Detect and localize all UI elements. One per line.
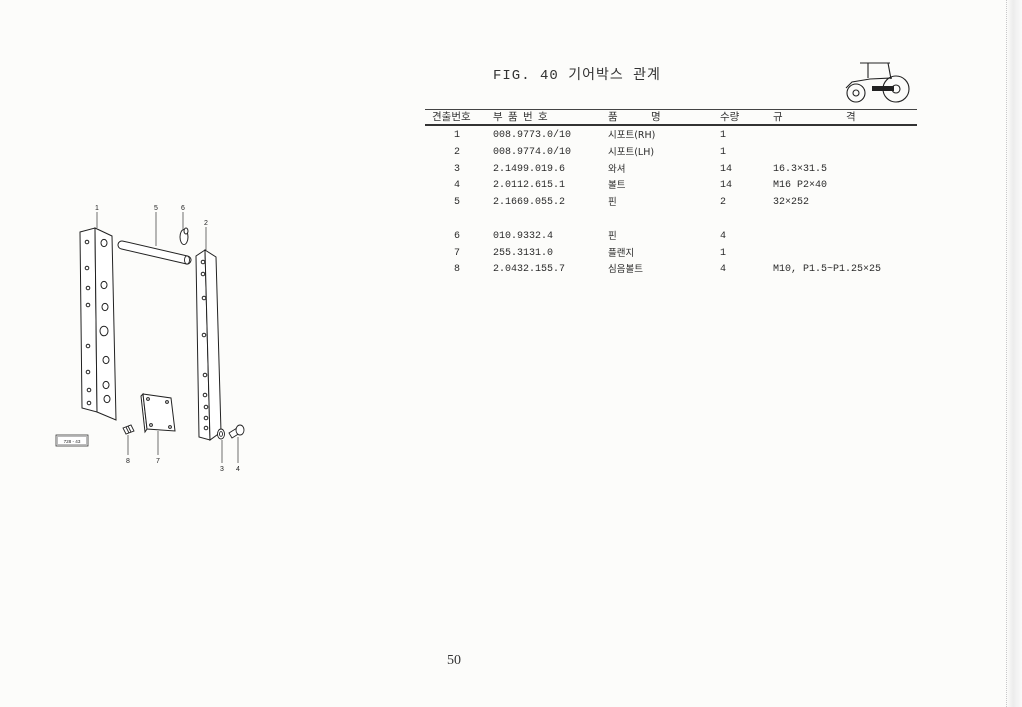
cell-part-number: 2.0112.615.1 [493,180,566,192]
cell-quantity: 14 [720,180,733,192]
cell-ref: 3 [453,163,460,175]
header-part-name: 품 명 [608,111,661,123]
exploded-parts-diagram: 1 5 6 2 8 7 3 4 728 - 43 [55,205,245,473]
scan-edge [1006,0,1022,707]
cell-ref: 6 [453,230,460,242]
cell-part-number: 008.9774.0/10 [493,146,572,158]
cell-quantity: 14 [720,163,733,175]
callout-8: 8 [126,458,130,465]
cell-quantity: 2 [720,197,727,209]
cell-quantity: 1 [720,247,727,259]
part-1-support-plate [79,227,117,421]
cell-specification: 16.3×31.5 [773,163,828,175]
cell-quantity: 4 [720,230,727,242]
cell-part-name: 핀 [608,197,617,209]
page-number: 50 [447,653,461,668]
cell-ref: 4 [453,180,460,192]
cell-part-name: 심음볼트 [608,264,643,276]
header-specification: 규 격 [773,111,856,123]
cell-part-name: 볼트 [608,180,626,192]
cell-ref: 5 [453,197,460,209]
table-row: 8 2.0432.155.7 심음볼트 4 M10, P1.5~P1.25×25 [0,262,1022,279]
part-5-pin-rod [117,240,192,265]
cell-quantity: 4 [720,264,727,276]
cell-part-number: 010.9332.4 [493,230,554,242]
table-row: 7 255.3131.0 플랜지 1 [0,246,1022,263]
table-row: 4 2.0112.615.1 볼트 14 M16 P2×40 [0,178,1022,195]
callout-3: 3 [220,466,224,473]
cell-part-number: 2.0432.155.7 [493,264,566,276]
cell-specification: M16 P2×40 [773,180,828,192]
cell-part-name: 시포트(RH) [608,130,656,141]
cell-part-number: 255.3131.0 [493,247,554,259]
figure-title: FIG. 40 기어박스 관계 [493,68,661,84]
table-row: 3 2.1499.019.6 와셔 14 16.3×31.5 [0,162,1022,179]
table-header-rule [425,124,917,126]
callout-7: 7 [156,458,160,465]
figure-stamp: 728 - 43 [55,434,89,447]
cell-part-number: 2.1669.055.2 [493,197,566,209]
part-7-flange [140,392,176,434]
part-4-bolt [228,424,245,439]
cell-part-number: 2.1499.019.6 [493,163,566,175]
part-2-support-plate [195,249,222,441]
table-row: 6 010.9332.4 핀 4 [0,229,1022,246]
header-ref-number: 견출번호 [432,111,471,123]
callout-6: 6 [181,205,185,212]
parts-table: 1 008.9773.0/10 시포트(RH) 1 2 008.9774.0/1… [0,128,1022,279]
cell-ref: 1 [453,130,460,141]
table-row: 5 2.1669.055.2 핀 2 32×252 [0,195,1022,212]
table-row: 2 008.9774.0/10 시포트(LH) 1 [0,145,1022,162]
cell-ref: 2 [453,146,460,158]
cell-specification: M10, P1.5~P1.25×25 [773,264,882,276]
callout-5: 5 [154,205,158,212]
part-3-washer [217,428,225,440]
cell-quantity: 1 [720,130,727,141]
leader-lines [96,212,239,463]
cell-quantity: 1 [720,146,727,158]
callout-2: 2 [204,220,208,227]
callout-4: 4 [236,466,240,473]
cell-ref: 7 [453,247,460,259]
cell-part-name: 핀 [608,230,617,242]
table-row: 1 008.9773.0/10 시포트(RH) 1 [0,128,1022,145]
figure-stamp-label: 728 - 43 [64,439,81,444]
cell-ref: 8 [453,264,460,276]
cell-part-name: 와셔 [608,163,626,175]
part-8-stud-bolt [122,424,135,435]
cell-part-name: 플랜지 [608,247,635,259]
cell-part-name: 시포트(LH) [608,146,655,158]
cell-part-number: 008.9773.0/10 [493,130,572,141]
callout-1: 1 [95,205,99,212]
table-top-rule [425,109,917,110]
cell-specification: 32×252 [773,197,810,209]
header-part-number: 부 품 번 호 [493,111,548,123]
part-6-pin [179,227,189,245]
tractor-icon [845,62,910,103]
header-quantity: 수량 [720,111,740,123]
